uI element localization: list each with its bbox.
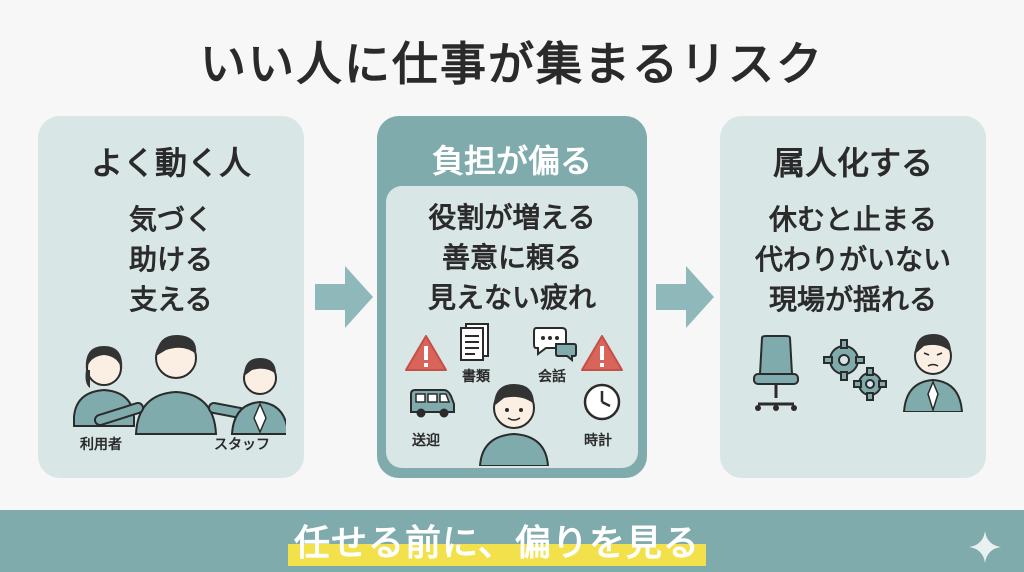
label-staff: スタッフ <box>214 437 270 453</box>
document-icon <box>460 323 489 361</box>
arrow-right-icon <box>656 266 714 328</box>
gears-icon <box>823 339 887 401</box>
warning-icon <box>405 335 447 371</box>
line-item: 善意に頼る <box>441 241 582 274</box>
panel-inner-card: 役割が増える 善意に頼る 見えない疲れ 書類 会話 <box>386 186 638 468</box>
panel-heading: よく動く人 <box>90 144 251 182</box>
arrow-right-icon <box>315 266 373 328</box>
line-item: 役割が増える <box>428 201 596 234</box>
line-item: 代わりがいない <box>754 243 951 276</box>
panel-lines: 役割が増える 善意に頼る 見えない疲れ <box>386 198 638 318</box>
panel-lines: 休むと止まる 代わりがいない 現場が揺れる <box>720 200 986 320</box>
label-documents: 書類 <box>462 369 490 385</box>
panel-hardworking-person: よく動く人 気づく 助ける 支える 利用者 <box>38 116 304 478</box>
line-item: 休むと止まる <box>768 203 937 236</box>
worker-person-icon <box>478 384 550 466</box>
sparkle-icon <box>969 531 1001 563</box>
panel-burden-skew: 負担が偏る 役割が増える 善意に頼る 見えない疲れ 書類 <box>377 116 647 478</box>
label-clock: 時計 <box>584 433 612 449</box>
clock-icon <box>583 383 621 421</box>
page-title: いい人に仕事が集まるリスク <box>200 37 824 91</box>
panel-lines: 気づく 助ける 支える <box>38 200 304 320</box>
chat-bubble-icon <box>533 327 577 362</box>
label-user: 利用者 <box>80 437 122 453</box>
line-item: 気づく <box>128 203 213 236</box>
line-item: 助ける <box>128 243 213 276</box>
van-icon <box>410 389 455 418</box>
worried-person-icon <box>902 334 964 412</box>
user-person-icon <box>73 346 135 427</box>
empty-chair-icon <box>753 335 799 411</box>
panel-heading: 負担が偏る <box>431 142 592 180</box>
label-conversation: 会話 <box>538 369 566 385</box>
panel-person-dependency: 属人化する 休むと止まる 代わりがいない 現場が揺れる <box>720 116 986 478</box>
line-item: 支える <box>129 283 213 316</box>
panel-heading: 属人化する <box>772 144 933 182</box>
label-transport: 送迎 <box>412 433 440 449</box>
people-illustration <box>73 334 286 435</box>
warning-icon <box>581 335 623 371</box>
staff-person-icon <box>230 358 286 435</box>
footer-message: 任せる前に、偏りを見る <box>288 522 706 566</box>
line-item: 現場が揺れる <box>768 283 937 316</box>
line-item: 見えない疲れ <box>427 281 596 314</box>
